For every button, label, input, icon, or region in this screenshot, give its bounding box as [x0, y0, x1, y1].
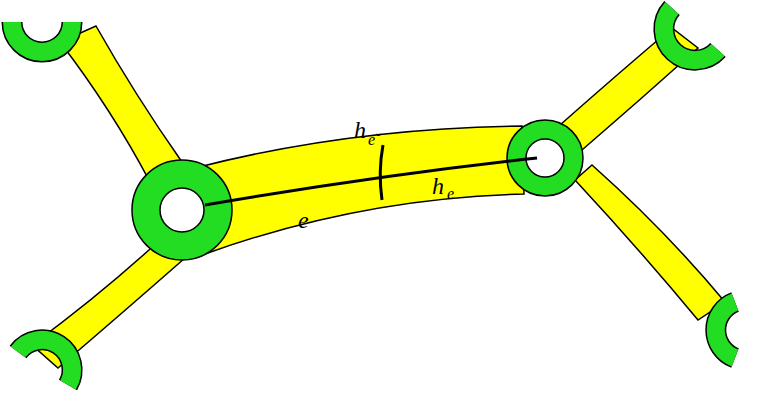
edge-line — [205, 158, 537, 205]
half-edge-symbol: h — [432, 174, 444, 198]
edge-symbol: e — [298, 208, 309, 232]
ribbon — [60, 26, 182, 182]
ribbon-ends — [12, 8, 735, 385]
ribbon — [195, 126, 524, 254]
subscript: e — [447, 186, 454, 202]
subscript: eˇ — [368, 132, 380, 148]
cross-line — [380, 145, 383, 200]
ribbon — [575, 165, 725, 320]
ribbons — [32, 26, 725, 368]
half-edge-symbol: h — [354, 118, 366, 142]
